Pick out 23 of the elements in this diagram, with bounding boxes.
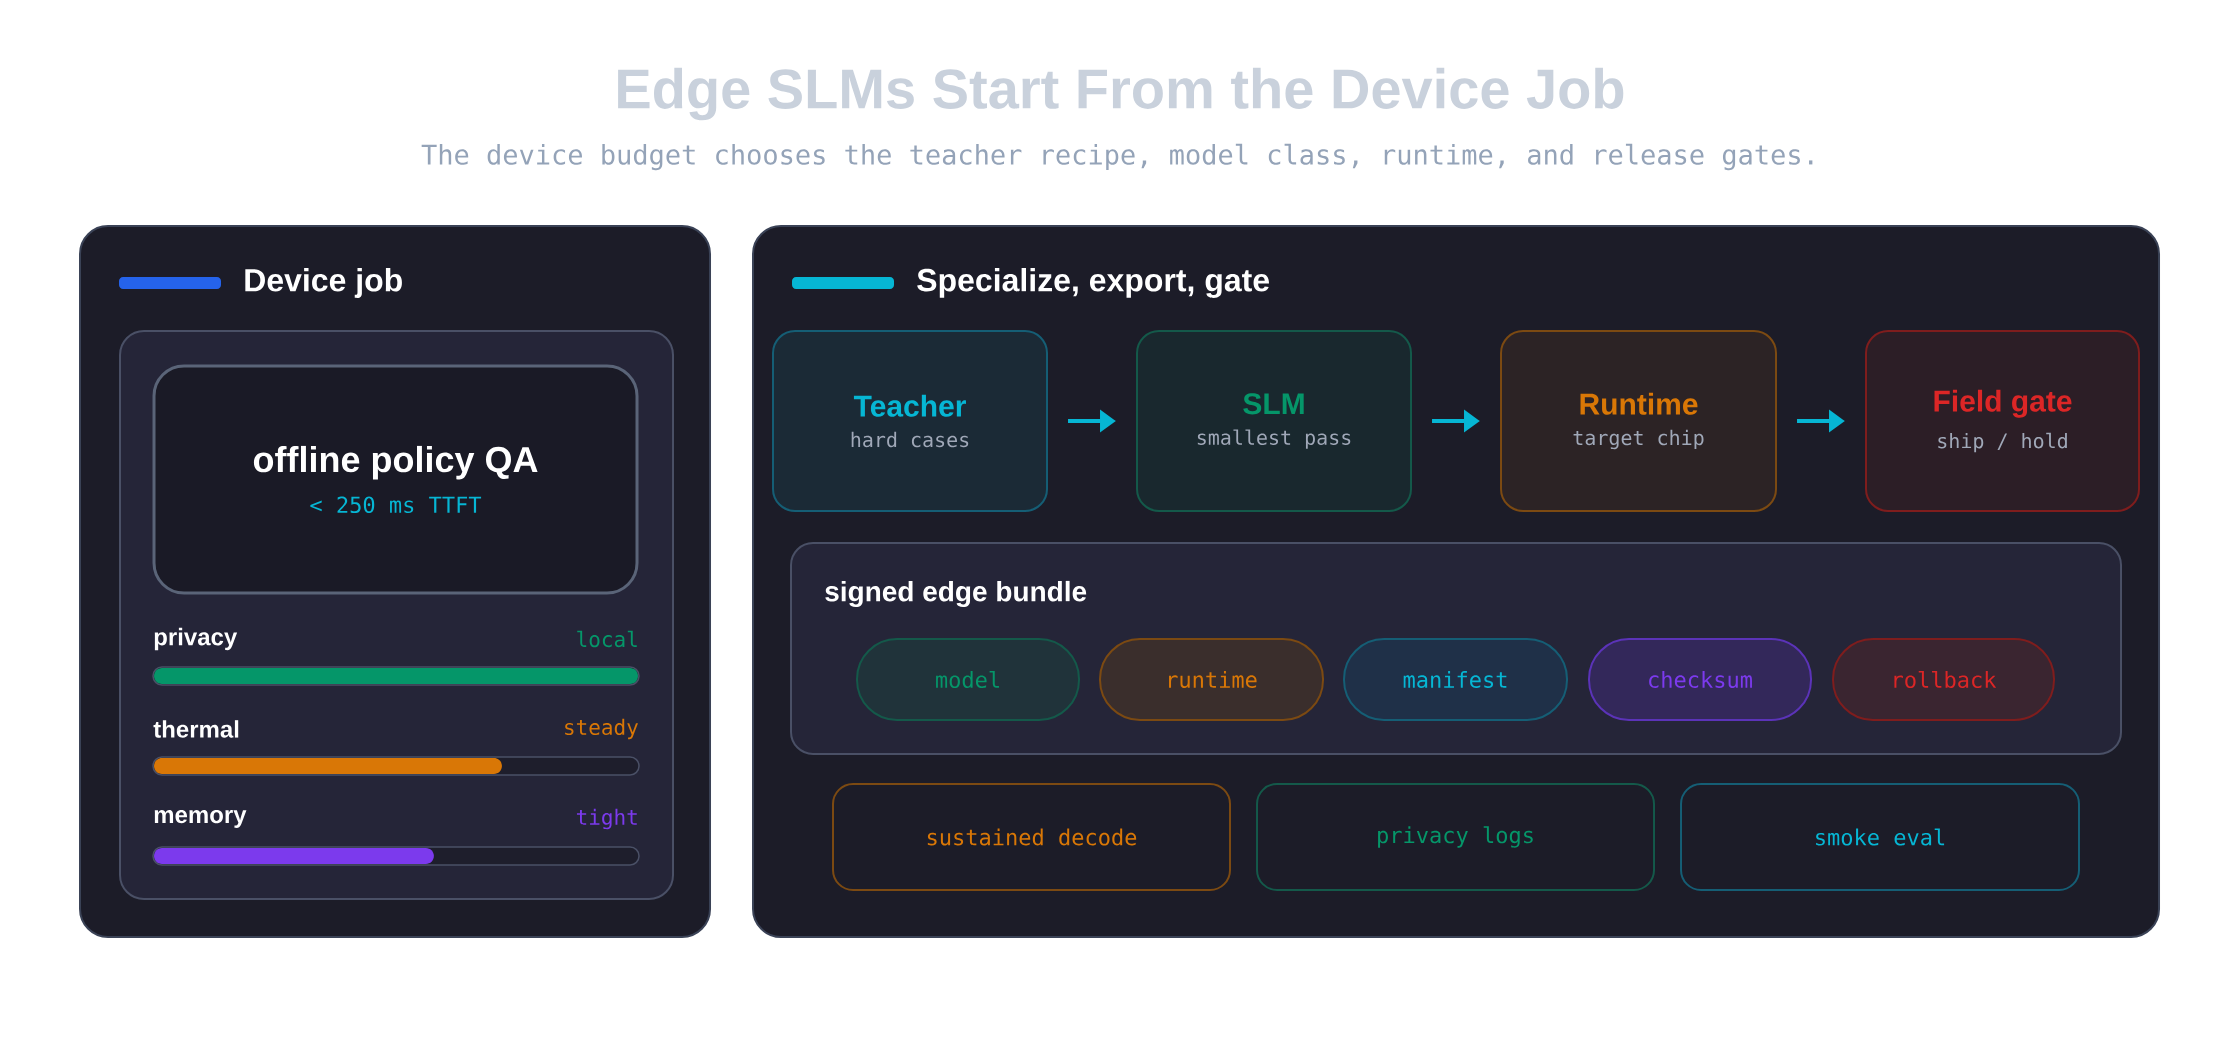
bundle-heading: signed edge bundle: [825, 580, 1087, 608]
bundle-pill: checksum: [1588, 638, 1812, 721]
bar-value: local: [577, 630, 637, 648]
task-card: offline policy QA < 250 ms TTFT: [152, 364, 639, 595]
panel-heading: Specialize, export, gate: [917, 268, 1269, 298]
stage-box: Field gate ship / hold: [1865, 330, 2140, 512]
stage-box: Runtime target chip: [1500, 330, 1777, 512]
bar-label: memory: [154, 810, 247, 828]
bar-label: privacy: [154, 627, 238, 651]
bundle-pill: model: [856, 638, 1080, 721]
check-box: smoke eval: [1680, 783, 2080, 891]
bar-value: tight: [576, 808, 637, 830]
bundle-pill: runtime: [1099, 638, 1324, 721]
bundle-pill: rollback: [1832, 638, 2055, 721]
check-box: sustained decode: [832, 783, 1231, 891]
subtitle: The device budget chooses the teacher recipe, model class, runtime, and release gates.: [421, 143, 1813, 171]
stage-box: SLM smallest pass: [1136, 330, 1412, 512]
stage-box: Teacher hard cases: [772, 330, 1048, 512]
bar-label: thermal: [153, 720, 239, 738]
panel-heading: Device job: [245, 268, 402, 298]
bar-value: steady: [565, 718, 638, 740]
bundle-pill: manifest: [1343, 638, 1568, 721]
check-box: privacy logs: [1256, 783, 1655, 891]
